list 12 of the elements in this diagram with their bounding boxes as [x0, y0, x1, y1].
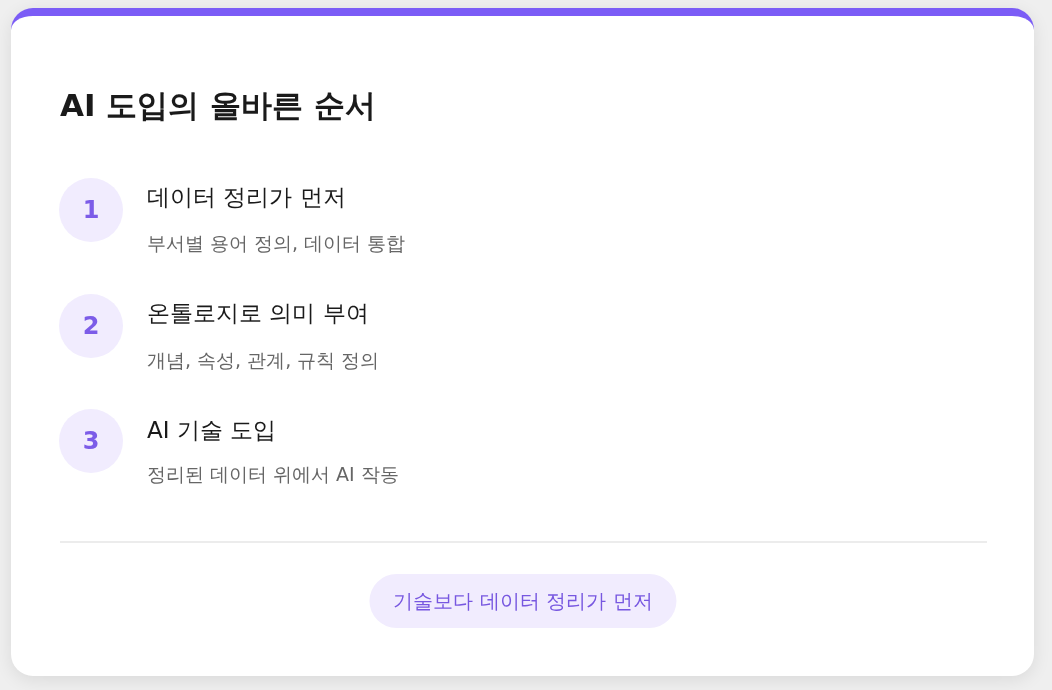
step-title: 온톨로지로 의미 부여	[147, 299, 369, 328]
step-description: 부서별 용어 정의, 데이터 통합	[147, 231, 406, 256]
step-description: 정리된 데이터 위에서 AI 작동	[147, 462, 399, 487]
step-number: 3	[59, 409, 123, 473]
card-title: AI 도입의 올바른 순서	[60, 86, 376, 125]
step-number: 1	[59, 178, 123, 242]
step-title: AI 기술 도입	[147, 416, 277, 445]
step-title: 데이터 정리가 먼저	[147, 183, 346, 212]
card	[11, 8, 1034, 676]
summary-tag: 기술보다 데이터 정리가 먼저	[369, 574, 677, 628]
step-description: 개념, 속성, 관계, 규칙 정의	[147, 348, 380, 373]
step-number: 2	[59, 294, 123, 358]
